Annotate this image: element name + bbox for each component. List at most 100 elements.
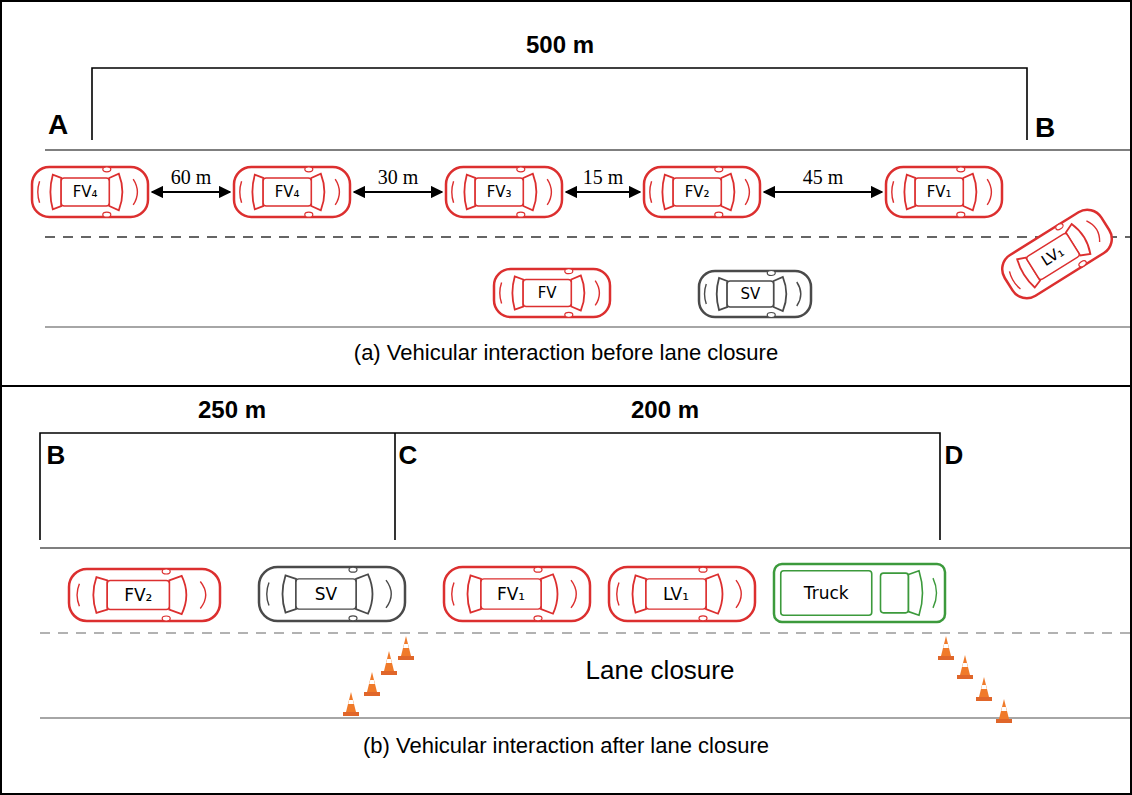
windshield <box>356 574 373 613</box>
car-roof <box>107 580 169 609</box>
car-roof <box>1026 233 1080 281</box>
panel-caption: (a) Vehicular interaction before lane cl… <box>2 340 1130 366</box>
truck-cab-roof <box>881 573 909 613</box>
windshield <box>109 174 122 211</box>
zone-label: Lane closure <box>586 656 735 685</box>
car-icon: FV₃ <box>444 165 564 219</box>
car-icon: LV₁ <box>607 565 757 623</box>
hood-line <box>200 582 205 609</box>
trunk-line <box>452 181 454 203</box>
hood-line <box>987 179 991 205</box>
rear-window <box>904 175 915 210</box>
traffic-cone <box>381 651 397 675</box>
car-roof <box>915 178 963 206</box>
side-mirror <box>534 567 542 572</box>
windshield <box>541 574 558 613</box>
car-roof <box>61 178 109 206</box>
hood-line <box>386 580 391 608</box>
truck-icon: Truck <box>772 562 947 624</box>
side-mirror <box>349 616 357 621</box>
dimension-label: 500 m <box>526 32 594 58</box>
side-mirror <box>957 167 965 172</box>
distance-arrow <box>764 191 882 193</box>
car-icon: SV <box>257 565 407 623</box>
hood-line <box>133 179 137 205</box>
car-icon: FV₁ <box>884 165 1004 219</box>
side-mirror <box>162 569 170 574</box>
distance-arrow <box>566 191 640 193</box>
traffic-cone <box>957 655 973 679</box>
truck-bed <box>781 571 872 616</box>
side-mirror <box>565 312 573 317</box>
side-mirror <box>715 212 723 217</box>
distance-label: 30 m <box>376 166 421 188</box>
distance-bracket <box>40 433 940 540</box>
side-mirror <box>699 567 707 572</box>
car-body <box>609 567 755 621</box>
hood-line <box>745 179 749 205</box>
car-body <box>446 167 562 217</box>
trunk-line <box>705 284 707 304</box>
road-edge <box>45 149 1132 151</box>
point-label: C <box>399 441 418 470</box>
trunk-line <box>77 584 79 606</box>
figure-panel: (a) Vehicular interaction before lane cl… <box>0 0 1132 387</box>
car-roof <box>646 579 706 609</box>
car-body <box>259 567 405 621</box>
panel-caption: (b) Vehicular interaction after lane clo… <box>2 733 1130 759</box>
vehicle-label: FV <box>538 286 557 301</box>
car-roof <box>475 178 523 206</box>
side-mirror <box>349 567 357 572</box>
side-mirror <box>1078 260 1087 268</box>
side-mirror <box>565 269 573 274</box>
road-edge <box>40 717 1132 719</box>
trunk-line <box>267 582 269 605</box>
car-icon: LV₁ <box>993 201 1121 308</box>
car-body <box>444 567 590 621</box>
side-mirror <box>103 212 111 217</box>
windshield <box>963 174 976 211</box>
rear-window <box>283 575 297 612</box>
traffic-cone <box>976 677 992 701</box>
vehicle-label: FV₁ <box>927 185 952 200</box>
trunk-line <box>500 283 502 304</box>
side-mirror <box>699 616 707 621</box>
traffic-cone <box>398 636 414 660</box>
lane-divider <box>45 236 1132 238</box>
road-edge <box>45 326 1132 328</box>
side-mirror <box>1055 222 1064 230</box>
car-roof <box>523 279 571 306</box>
vehicle-label: FV₃ <box>487 185 512 200</box>
side-mirror <box>103 167 111 172</box>
traffic-cone <box>343 692 359 716</box>
hood-line <box>933 578 937 608</box>
windshield <box>774 277 787 311</box>
truck-body <box>774 564 945 622</box>
car-body <box>234 167 350 217</box>
car-icon: FV₄ <box>30 165 150 219</box>
dimension-label: 250 m <box>198 397 266 423</box>
hood-line <box>797 282 801 306</box>
rear-window <box>633 575 647 612</box>
rear-window <box>512 276 523 309</box>
side-mirror <box>517 212 525 217</box>
car-roof <box>263 178 311 206</box>
rear-window <box>717 278 727 310</box>
traffic-cone <box>364 672 380 696</box>
car-body <box>69 569 220 621</box>
hood-line <box>335 179 339 205</box>
rear-window <box>50 175 61 210</box>
car-icon: FV₁ <box>442 565 592 623</box>
car-roof <box>727 281 773 307</box>
windshield <box>169 576 186 614</box>
car-icon: SV <box>697 269 813 319</box>
point-label: B <box>47 441 66 470</box>
car-roof <box>481 579 541 609</box>
car-icon: FV₄ <box>232 165 352 219</box>
vehicle-label: FV₁ <box>497 586 525 603</box>
hood-line <box>736 580 741 608</box>
windshield <box>909 571 923 616</box>
trunk-line <box>617 582 619 605</box>
distance-bracket <box>92 68 1027 140</box>
